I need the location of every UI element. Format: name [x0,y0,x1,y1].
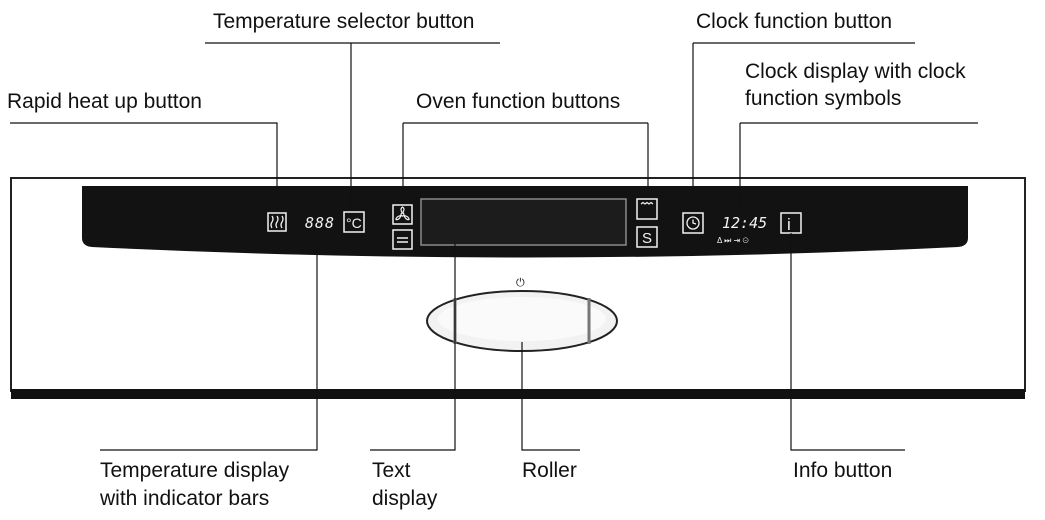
text-display [420,198,627,246]
label-temperature-selector: Temperature selector button [213,10,475,33]
info-icon: i [787,215,791,234]
label-text-display-1: Text [372,459,411,482]
label-clock-display-2: function symbols [745,87,902,110]
oven-function-button-s[interactable] [636,226,658,248]
oven-bottom-strip [11,389,1025,399]
clock-function-button[interactable] [682,212,704,234]
oven-function-button-top-heat[interactable] [636,198,658,220]
fan-icon [395,206,410,221]
label-rapid-heat: Rapid heat up button [7,90,202,113]
label-oven-functions: Oven function buttons [416,90,621,113]
label-clock-function: Clock function button [696,10,893,33]
rapid-heat-up-button[interactable] [267,212,287,232]
rapid-heat-icon [270,215,284,229]
label-info: Info button [793,459,893,482]
temperature-display: 888 [305,214,335,232]
bottom-heat-icon [397,237,408,243]
label-temperature-display-2: with indicator bars [100,487,270,510]
oven-function-button-fan[interactable] [392,204,413,225]
label-text-display-2: display [372,487,438,510]
label-roller: Roller [522,459,577,482]
leader-lines [10,42,978,451]
top-heat-icon [640,201,654,205]
clock-icon [686,216,700,230]
s-symbol: S [642,230,652,247]
clock-display: 12:45 [722,214,767,232]
power-icon: ⏻ [516,277,525,289]
celsius-symbol: °C [346,215,362,231]
label-temperature-display-1: Temperature display [100,459,290,482]
label-clock-display-1: Clock display with clock [745,60,966,83]
clock-function-symbols: Δ ⏭ ⇥ ⊝ [717,236,749,245]
temperature-selector-button[interactable] [343,211,365,233]
oven-function-button-bottom-heat[interactable] [392,229,413,250]
